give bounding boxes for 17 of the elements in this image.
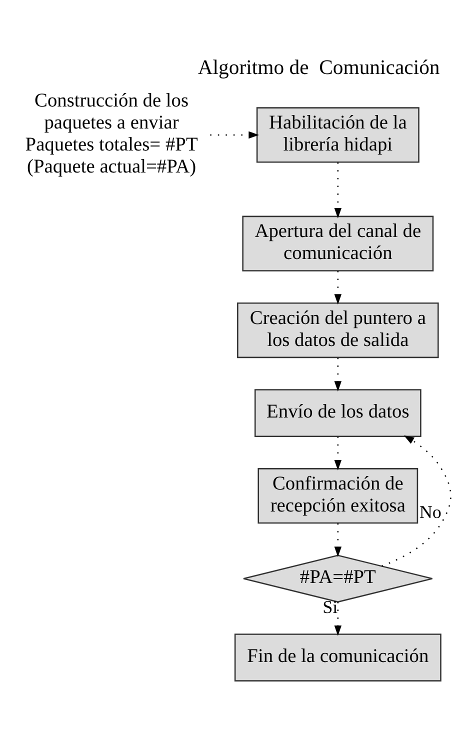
arrow [334,523,342,558]
edge-label: No [419,502,442,522]
arrow [334,162,342,218]
arrow [334,271,342,305]
node-text: Construcción de los paquetes a enviar Paquetes totales= #PT (Paquete actual=#PA) [25,90,198,178]
arrow [210,131,260,139]
arrow [334,436,342,470]
node-box: Envío de los datos [254,389,422,437]
node-box: Apertura del canal de comunicación [242,216,434,272]
node-box: Creación del puntero a los datos de salida [237,302,439,358]
arrow [334,602,342,636]
arrow [334,358,342,392]
node-box: Fin de la comunicación [234,634,442,682]
node-box: Confirmación de recepción exitosa [258,468,418,524]
node-box: Habilitación de la librería hidapi [256,107,420,163]
arrow [381,435,452,567]
diagram-title: Algoritmo de Comunicación [198,56,440,79]
